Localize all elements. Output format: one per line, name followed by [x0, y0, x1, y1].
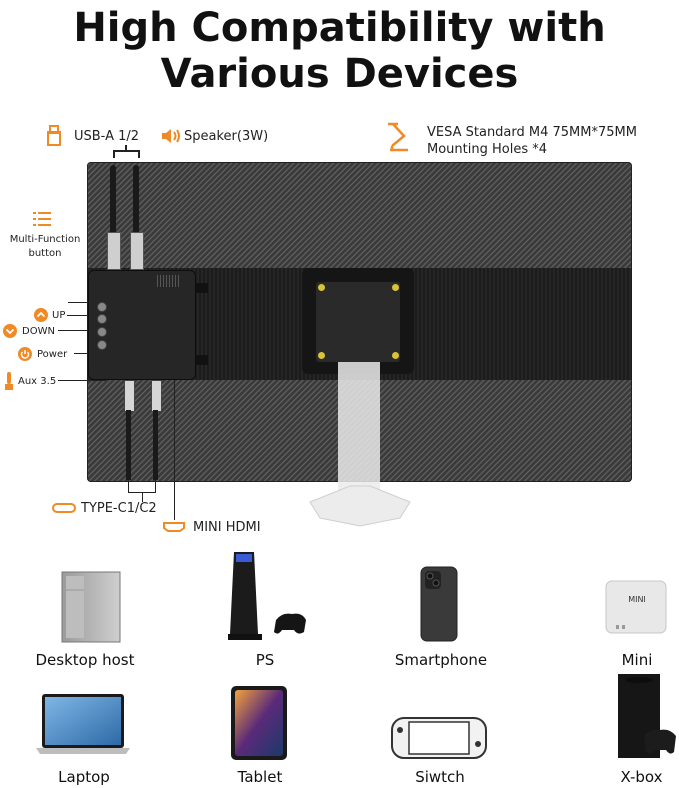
- usb-label: USB-A 1/2: [74, 129, 140, 144]
- mini-badge: MINI: [628, 595, 646, 604]
- device-label-switch: Siwtch: [415, 768, 465, 786]
- power-icon: [18, 347, 32, 361]
- page-title-line2: Various Devices: [160, 51, 519, 97]
- usb-cable: [133, 165, 139, 235]
- typec-port-icon: [52, 503, 76, 513]
- device-label-laptop: Laptop: [58, 768, 110, 786]
- typec-plug: [124, 380, 135, 412]
- multi-function-button[interactable]: [97, 302, 107, 312]
- vesa-screw: [318, 284, 325, 291]
- power-button[interactable]: [97, 340, 107, 350]
- typec-leader-line: [142, 492, 143, 502]
- power-label: Power: [37, 349, 68, 360]
- device-label-xbox: X-box: [620, 768, 663, 786]
- device-label-smartphone: Smartphone: [394, 651, 488, 669]
- vesa-screw: [318, 352, 325, 359]
- down-label: DOWN: [22, 326, 55, 337]
- usb-icon: [47, 125, 61, 146]
- vesa-screw: [392, 284, 399, 291]
- bracket-bottom: [196, 355, 208, 365]
- usb-leader-line: [125, 145, 127, 151]
- aux-jack-icon: [5, 372, 13, 390]
- switch-console-icon: [391, 717, 487, 759]
- up-button[interactable]: [97, 314, 107, 324]
- laptop-icon: [36, 694, 130, 754]
- menu-icon: [33, 212, 51, 226]
- multi-leader-line: [68, 302, 88, 303]
- vesa-mount: [316, 282, 400, 362]
- typec-leader-line: [155, 480, 156, 492]
- usb-plug: [130, 232, 144, 270]
- smartphone-icon: [420, 566, 458, 642]
- hdmi-port-icon: [163, 522, 185, 532]
- device-label-ps: PS: [255, 651, 275, 669]
- ps-console-icon: [228, 552, 306, 640]
- down-button[interactable]: [97, 327, 107, 337]
- vesa-arm-icon: [388, 122, 408, 152]
- multi-function-label-line2: button: [28, 248, 62, 259]
- power-leader-line: [74, 353, 88, 354]
- control-box: [88, 270, 196, 380]
- tablet-icon: [231, 686, 287, 760]
- typec-cable: [153, 410, 158, 480]
- multi-function-label-line1: Multi-Function: [9, 234, 81, 245]
- mini-pc-icon: [605, 580, 667, 634]
- usb-leader-line: [113, 150, 140, 152]
- hdmi-label: MINI HDMI: [193, 520, 261, 535]
- typec-label: TYPE-C1/C2: [81, 501, 157, 516]
- xbox-console-icon: [618, 674, 676, 758]
- page-title-line1: High Compatibility with: [73, 5, 606, 51]
- speaker-label: Speaker(3W): [184, 129, 269, 144]
- vesa-label-line1: VESA Standard M4 75MM*75MM: [427, 125, 637, 140]
- bracket-top: [196, 283, 208, 293]
- aux-label: Aux 3.5: [18, 376, 57, 387]
- down-icon: [3, 324, 17, 338]
- typec-plug: [151, 380, 162, 412]
- usb-leader-line: [113, 150, 115, 158]
- usb-leader-line: [138, 150, 140, 158]
- device-label-desktop: Desktop host: [35, 651, 135, 669]
- speaker-grille: [157, 275, 179, 287]
- up-label: UP: [52, 310, 66, 321]
- up-icon: [34, 308, 48, 322]
- device-label-tablet: Tablet: [237, 768, 283, 786]
- hdmi-leader-line: [174, 380, 175, 520]
- typec-leader-line: [128, 480, 129, 492]
- down-leader-line: [58, 330, 88, 331]
- monitor-stand-base: [309, 485, 411, 527]
- device-label-mini: Mini: [621, 651, 653, 669]
- aux-leader-line: [58, 380, 106, 381]
- vesa-screw: [392, 352, 399, 359]
- desktop-tower-icon: [61, 571, 121, 643]
- speaker-icon: [162, 129, 180, 143]
- vesa-label-line2: Mounting Holes *4: [427, 142, 547, 157]
- usb-cable: [110, 165, 116, 235]
- typec-cable: [126, 410, 131, 480]
- up-leader-line: [67, 315, 88, 316]
- usb-plug: [107, 232, 121, 270]
